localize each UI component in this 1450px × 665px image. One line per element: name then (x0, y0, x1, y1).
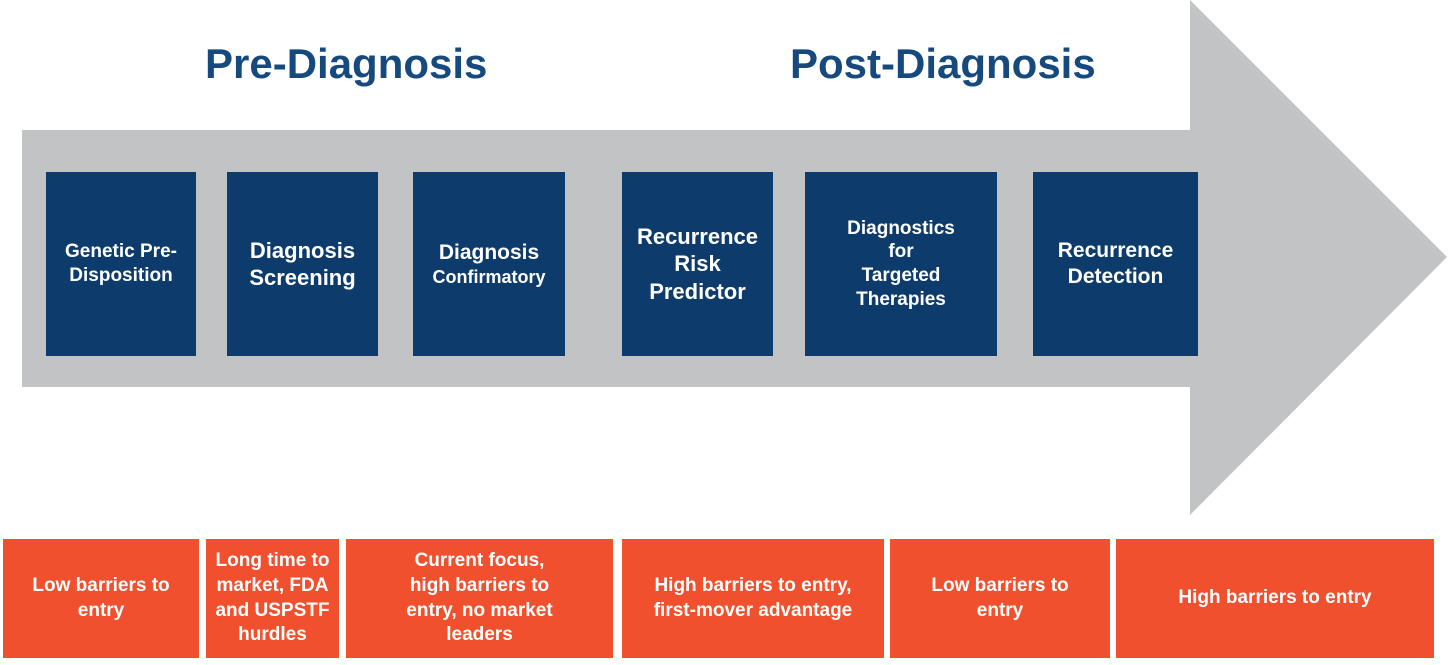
post-diagnosis-title: Post-Diagnosis (790, 40, 1096, 87)
stage-box-recurrence-detection: Recurrence Detection (1033, 172, 1198, 356)
stage-sublabel: Confirmatory (432, 266, 546, 287)
stage-label: Genetic Pre- Disposition (65, 241, 177, 286)
barrier-label: Current focus, high barriers to entry, n… (406, 550, 553, 646)
barrier-note-first-mover-advantage: High barriers to entry, first-mover adva… (622, 539, 884, 658)
stage-label: Diagnosis (438, 240, 540, 264)
stage-label: Diagnosis Screening (249, 237, 356, 291)
stage-box-genetic-pre-disposition: Genetic Pre- Disposition (46, 172, 196, 356)
barrier-note-long-time-to-market: Long time to market, FDA and USPSTF hurd… (206, 539, 339, 658)
barrier-label: High barriers to entry, first-mover adva… (653, 574, 853, 621)
stage-label: Recurrence Risk Predictor (636, 223, 759, 304)
barrier-note-current-focus: Current focus, high barriers to entry, n… (346, 539, 613, 658)
barrier-note-low-barriers-1: Low barriers to entry (3, 539, 199, 658)
stage-box-diagnosis-screening: Diagnosis Screening (227, 172, 378, 356)
barrier-note-low-barriers-2: Low barriers to entry (890, 539, 1110, 658)
barrier-label: Low barriers to entry (32, 574, 170, 621)
stage-box-diagnosis-confirmatory: Diagnosis Confirmatory (413, 172, 565, 356)
stage-box-diagnostics-for-targeted-therapies: Diagnostics for Targeted Therapies (805, 172, 997, 356)
stage-box-recurrence-risk-predictor: Recurrence Risk Predictor (622, 172, 773, 356)
pre-diagnosis-title: Pre-Diagnosis (205, 40, 488, 87)
stage-label: Diagnostics for Targeted Therapies (847, 217, 955, 310)
barrier-label: High barriers to entry (1178, 587, 1372, 609)
stage-label: Recurrence Detection (1057, 238, 1174, 288)
barrier-note-high-barriers: High barriers to entry (1116, 539, 1434, 658)
barrier-label: Long time to market, FDA and USPSTF hurd… (215, 550, 330, 646)
barrier-label: Low barriers to entry (931, 574, 1069, 621)
